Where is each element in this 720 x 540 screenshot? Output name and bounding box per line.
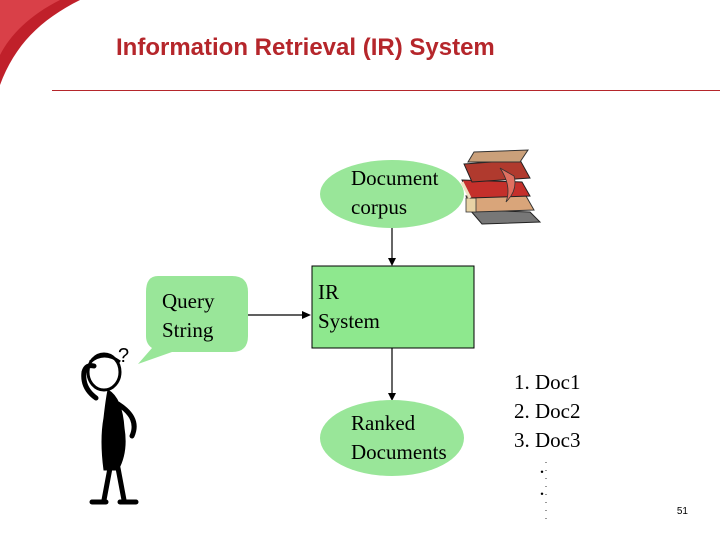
- document-corpus-node: [320, 160, 464, 228]
- title-divider: [52, 90, 720, 91]
- document-corpus-label: Document corpus: [351, 166, 439, 219]
- arrowhead-ir-to-ranked: [388, 393, 396, 401]
- thinking-person-icon: [81, 352, 139, 505]
- ranked-documents-node: [320, 400, 464, 476]
- arrowhead-query-to-ir: [302, 311, 311, 319]
- result-item: 3. Doc3: [514, 428, 581, 452]
- ir-system-node: [311, 265, 475, 349]
- slide-title: Information Retrieval (IR) System: [116, 34, 495, 61]
- results-box: [500, 362, 596, 466]
- ir-system-label: IR System: [318, 280, 380, 333]
- query-string-bubble: [138, 276, 248, 364]
- books-icon: [460, 149, 542, 225]
- thought-question-mark: ?: [118, 345, 129, 367]
- result-continuation-dot: .: [539, 476, 545, 500]
- arrowhead-corpus-to-ir: [388, 258, 396, 266]
- corner-decoration-light: [0, 0, 60, 55]
- result-item: 2. Doc2: [514, 399, 581, 423]
- result-item: 1. Doc1: [514, 370, 581, 394]
- query-string-label: Query String: [162, 289, 215, 342]
- results-list: 1. Doc1 2. Doc2 3. Doc3 . .: [514, 368, 581, 499]
- ranked-documents-label: Ranked Documents: [351, 411, 447, 464]
- page-number: 51: [676, 506, 688, 517]
- result-continuation-dot: .: [539, 454, 545, 478]
